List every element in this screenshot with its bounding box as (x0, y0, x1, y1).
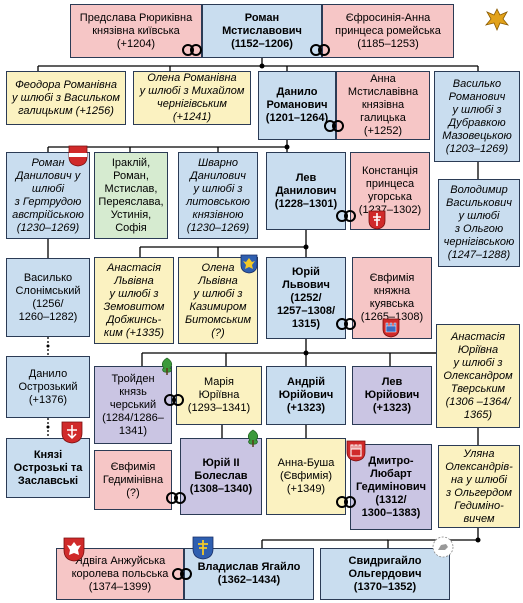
iraklii-card: Іраклій, Роман, Мстислав, Переяслава, Ус… (94, 152, 168, 239)
marriage-rings-icon (310, 44, 332, 58)
svydryhailo-card: Свидригайло Ольгердович (1370–1352) (320, 548, 450, 600)
anna-m-text: Анна Мстиславівна князівна галицька (+12… (347, 73, 419, 137)
marriage-rings-icon (336, 210, 358, 224)
troiden-text: Тройден князь черський (1284/1286– 1341) (102, 372, 164, 437)
marriage-rings-icon (336, 318, 358, 332)
kniazi-text: Князі Острозькі та Заславські (13, 448, 83, 487)
uliana-card: Уляна Олександрів- на у шлюбі з Ольгердо… (438, 445, 520, 528)
double-cross-crest-icon (368, 210, 386, 230)
shield-eagle-crest-icon (240, 254, 258, 274)
anastasiia-l-text: Анастасія Львівна у шлюбі з Земовитом До… (103, 261, 165, 339)
konstantsiia-card: Констанція принцеса угорська (1237–1302) (350, 152, 430, 230)
roman-d-card: Роман Данилович у шлюбі з Гертрудою авст… (6, 152, 90, 239)
olena-r-card: Олена Романівна у шлюбі з Михайлом черні… (133, 71, 251, 125)
iraklii-text: Іраклій, Роман, Мстислав, Переяслава, Ус… (98, 156, 164, 234)
yurii-ii-text: Юрій II Болеслав (1308–1340) (189, 457, 253, 495)
troiden-card: Тройден князь черський (1284/1286– 1341) (94, 366, 172, 444)
vasylko-s-card: Василько Слонімський (1256/ 1260–1282) (6, 258, 90, 337)
marriage-rings-icon (166, 492, 188, 506)
lev-yu-card: Лев Юрійович (+1323) (352, 366, 432, 425)
double-cross-crest-icon (192, 536, 214, 560)
yefrosyniia-text: Єфросинія-Анна принцеса ромейська (1185–… (335, 11, 441, 50)
svydryhailo-text: Свидригайло Ольгердович (1370–1352) (348, 554, 422, 593)
lev-yu-text: Лев Юрійович (+1323) (364, 376, 420, 414)
roman-card: Роман Мстиславович (1152–1206) (202, 4, 322, 58)
castle-crest-icon (346, 440, 366, 462)
lev-d-text: Лев Данилович (1228–1301) (274, 171, 338, 210)
tree-crest-icon (161, 357, 173, 375)
yurii-l-text: Юрій Львович (1252/ 1257–1308/ 1315) (276, 265, 336, 330)
feodora-card: Феодора Романівна у шлюбі з Васильком га… (6, 71, 126, 125)
anastasiia-yu-text: Анастасія Юріївна у шлюбі з Олександром … (443, 330, 513, 421)
volodymyr-v-card: Володимир Василькович у шлюбі з Ольгою ч… (438, 179, 520, 267)
marriage-rings-icon (182, 44, 204, 58)
danylo-o-text: Данило Острозький (+1376) (18, 367, 78, 406)
dmytro-card: Дмитро- Любарт Гедимінович (1312/ 1300–1… (350, 444, 432, 530)
yurii-l-card: Юрій Львович (1252/ 1257–1308/ 1315) (266, 257, 346, 339)
konstantsiia-text: Констанція принцеса угорська (1237–1302) (358, 165, 422, 216)
marriage-rings-icon (172, 568, 194, 582)
yadviga-card: Ядвіга Анжуйська королева польська (1374… (56, 548, 184, 600)
shvarno-text: Шварно Данилович у шлюбі з литовською кн… (186, 156, 250, 234)
yevfymiia-k-card: Євфимія княжна куявська (1265–1308) (352, 257, 432, 339)
marriage-rings-icon (324, 120, 346, 134)
shvarno-card: Шварно Данилович у шлюбі з литовською кн… (178, 152, 258, 239)
yadviga-text: Ядвіга Анжуйська королева польська (1374… (71, 554, 169, 593)
yurii-ii-card: Юрій II Болеслав (1308–1340) (180, 438, 262, 515)
vasylko-r-text: Василько Романович у шлюбі з Дубравкою М… (442, 77, 512, 155)
mariia-yu-text: Марія Юріївна (1293–1341) (187, 376, 251, 414)
dmytro-text: Дмитро- Любарт Гедимінович (1312/ 1300–1… (355, 454, 426, 519)
anna-busha-text: Анна-Буша (Євфимія) (+1349) (277, 457, 335, 495)
vladyslav-card: Владислав Ягайло (1362–1434) (184, 548, 314, 600)
roman-d-text: Роман Данилович у шлюбі з Гертрудою авст… (12, 156, 84, 234)
marriage-rings-icon (164, 394, 186, 408)
predslava-card: Предслава Рюриківна князівна київська (+… (70, 4, 202, 58)
feodora-text: Феодора Романівна у шлюбі з Васильком га… (12, 78, 120, 117)
castle-crest-icon (382, 318, 400, 338)
eagle-crest-icon (68, 145, 88, 167)
anna-m-card: Анна Мстиславівна князівна галицька (+12… (336, 71, 430, 140)
yevfymiia-k-text: Євфимія княжна куявська (1265–1308) (360, 272, 424, 323)
horseman-crest-icon (432, 536, 454, 558)
olena-r-text: Олена Романівна у шлюбі з Михайлом черні… (139, 72, 245, 123)
kniazi-card: Князі Острозькі та Заславські (6, 438, 90, 498)
yevfymiia-h-text: Євфимія Гедимінівна (?) (102, 460, 164, 499)
danylo-text: Данило Романович (1201–1264) (265, 86, 329, 124)
vasylko-s-text: Василько Слонімський (1256/ 1260–1282) (15, 271, 81, 323)
tree-crest-icon (247, 429, 259, 447)
vladyslav-text: Владислав Ягайло (1362–1434) (197, 561, 301, 586)
yefrosyniia-card: Єфросинія-Анна принцеса ромейська (1185–… (322, 4, 454, 58)
eagle-crest-icon (63, 537, 85, 562)
mariia-yu-card: Марія Юріївна (1293–1341) (176, 366, 262, 425)
marriage-rings-icon (336, 496, 358, 510)
andrii-yu-card: Андрій Юрійович (+1323) (266, 366, 346, 425)
cross-crest-icon (61, 421, 83, 444)
roman-text: Роман Мстиславович (1152–1206) (222, 11, 302, 50)
vasylko-r-card: Василько Романович у шлюбі з Дубравкою М… (434, 71, 520, 162)
volodymyr-v-text: Володимир Василькович у шлюбі з Ольгою ч… (443, 184, 515, 261)
anastasiia-l-card: Анастасія Львівна у шлюбі з Земовитом До… (94, 257, 174, 344)
yevfymiia-h-card: Євфимія Гедимінівна (?) (94, 450, 172, 510)
anna-busha-card: Анна-Буша (Євфимія) (+1349) (266, 438, 346, 515)
bird-crest-icon (484, 8, 510, 32)
predslava-text: Предслава Рюриківна князівна київська (+… (79, 11, 193, 50)
olena-l-text: Олена Львівна у шлюбі з Казимиром Битомс… (185, 261, 251, 339)
danylo-card: Данило Романович (1201–1264) (258, 71, 336, 140)
uliana-text: Уляна Олександрів- на у шлюбі з Ольгердо… (445, 447, 513, 525)
andrii-yu-text: Андрій Юрійович (+1323) (278, 376, 334, 414)
lev-d-card: Лев Данилович (1228–1301) (266, 152, 346, 230)
danylo-o-card: Данило Острозький (+1376) (6, 356, 90, 418)
anastasiia-yu-card: Анастасія Юріївна у шлюбі з Олександром … (436, 324, 520, 428)
